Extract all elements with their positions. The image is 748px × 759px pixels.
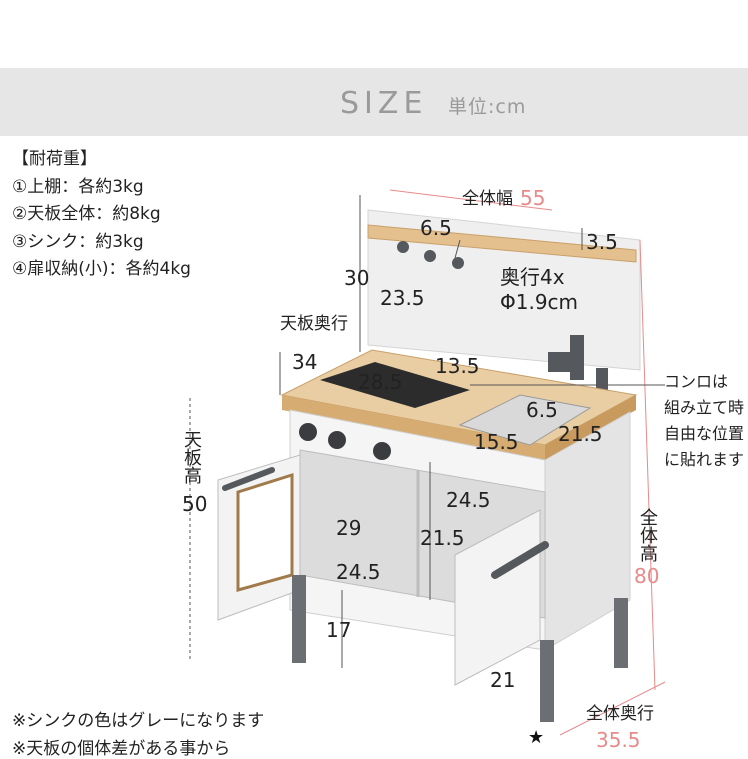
sink-depth: 6.5 [526, 398, 558, 422]
side-note-line: 組み立て時 [664, 398, 745, 417]
top-height: 50 [182, 492, 208, 516]
total-width-value: 55 [520, 186, 546, 210]
faucet-handle [548, 352, 574, 372]
load-item: ②天板全体：約8kg [12, 204, 161, 224]
right-door-handle [491, 541, 549, 579]
worktop-edge-side [545, 395, 636, 460]
leg-height: 17 [326, 618, 352, 642]
stove-width: 28.5 [358, 370, 403, 394]
inner-width-left: 24.5 [336, 560, 381, 584]
sink-length: 21.5 [558, 422, 603, 446]
base-depth: 21 [490, 668, 516, 692]
faucet-knob [596, 368, 608, 390]
load-capacity-heading: 【耐荷重】 [12, 149, 97, 169]
hook [424, 250, 436, 262]
back-inner: 23.5 [380, 286, 425, 310]
side-note-line: に貼れます [664, 450, 745, 469]
stove-knob [373, 442, 391, 460]
left-door-handle [222, 467, 275, 491]
hook [397, 241, 409, 253]
side-note-line: 自由な位置 [664, 424, 745, 443]
stove-depth: 13.5 [435, 354, 480, 378]
worktop-edge [282, 395, 545, 460]
top-height-label: 天板高 [181, 430, 202, 484]
sink [458, 394, 592, 446]
dim-line [559, 681, 666, 736]
load-capacity-list: 【耐荷重】 ①上棚：各約3kg ②天板全体：約8kg ③シンク：約3kg ④扉収… [12, 146, 191, 284]
leg [540, 640, 554, 722]
load-item: ①上棚：各約3kg [12, 176, 144, 197]
shelf-thickness: 3.5 [586, 230, 618, 254]
hook-label: 奥行4x [500, 265, 565, 289]
hook [452, 257, 464, 269]
note-line: ※天板の個体差がある事から [12, 739, 231, 759]
hook-diameter: Φ1.9cm [500, 290, 579, 314]
header-bar [0, 68, 748, 136]
load-item: ③シンク：約3kg [12, 231, 144, 252]
top-depth-label: 天板奥行 [280, 314, 348, 334]
total-width-label: 全体幅 [462, 189, 513, 209]
note-line: ※シンクの色はグレーになります [12, 711, 265, 731]
page-title: SIZE [340, 86, 428, 121]
inner-width-right: 24.5 [446, 488, 491, 512]
left-door-window [236, 472, 294, 592]
load-item: ④扉収納(小)：各約4kg [12, 259, 191, 279]
side-note-line: コンロは [664, 372, 729, 391]
stove-knob [328, 431, 346, 449]
star-icon: ★ [528, 727, 544, 748]
total-height-label: 全体高 [637, 508, 658, 562]
leg [614, 598, 628, 668]
unit-label: 単位:cm [448, 96, 527, 118]
inner-depth: 29 [336, 516, 362, 540]
top-depth: 34 [292, 350, 318, 374]
back-height: 30 [344, 266, 370, 290]
total-depth-label: 全体奥行 [586, 704, 654, 724]
stove-plate [320, 362, 470, 408]
shelf-width: 6.5 [420, 216, 452, 240]
dim-line [454, 239, 461, 259]
sink-width: 15.5 [474, 430, 519, 454]
total-height: 80 [634, 564, 660, 588]
dim-line [389, 189, 553, 211]
inner-height: 21.5 [420, 526, 465, 550]
top-shelf [367, 224, 637, 263]
stove-knob [299, 423, 317, 441]
dim-line [639, 239, 656, 691]
total-depth: 35.5 [596, 728, 641, 752]
leg [292, 575, 306, 663]
